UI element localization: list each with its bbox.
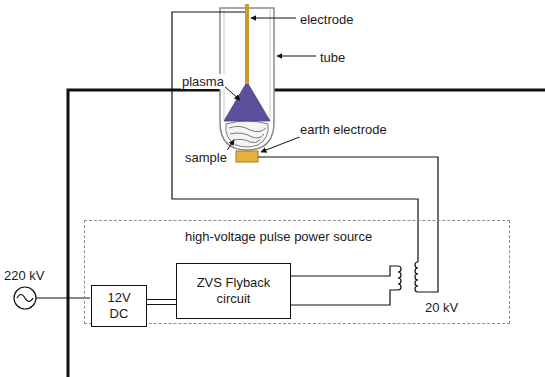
part-label: tube [319,50,346,65]
label-holder: plasma [181,72,225,90]
secondary-coil [415,262,418,292]
earth-electrode-plate [236,151,258,162]
label-holder: earth electrode [299,120,388,138]
label-holder: tube [319,48,346,66]
frame-line [68,90,545,377]
label-holder: electrode [299,10,354,28]
part-label: electrode [299,12,354,27]
part-label: earth electrode [299,122,388,137]
primary-coil [398,266,401,290]
box-text: ZVS Flyback circuit [189,275,279,306]
dc-supply-box: 12V DC [91,285,147,327]
voltage-label: 20 kV [424,300,459,315]
part-label: plasma [181,74,225,89]
electrode-rod [245,4,249,84]
flyback-box: ZVS Flyback circuit [176,263,291,319]
ac-source-symbol [14,287,36,309]
box-text: 12V DC [98,290,140,321]
wire [36,12,438,305]
part-label: sample [184,150,228,165]
double-wire [147,300,176,305]
label-holder: 220 kV [3,266,45,284]
label-holder: sample [184,148,228,166]
voltage-label: 220 kV [3,268,45,283]
region-heading: high-voltage pulse power source [185,229,372,245]
label-holder: 20 kV [424,298,459,316]
plasma-cone [224,82,270,121]
